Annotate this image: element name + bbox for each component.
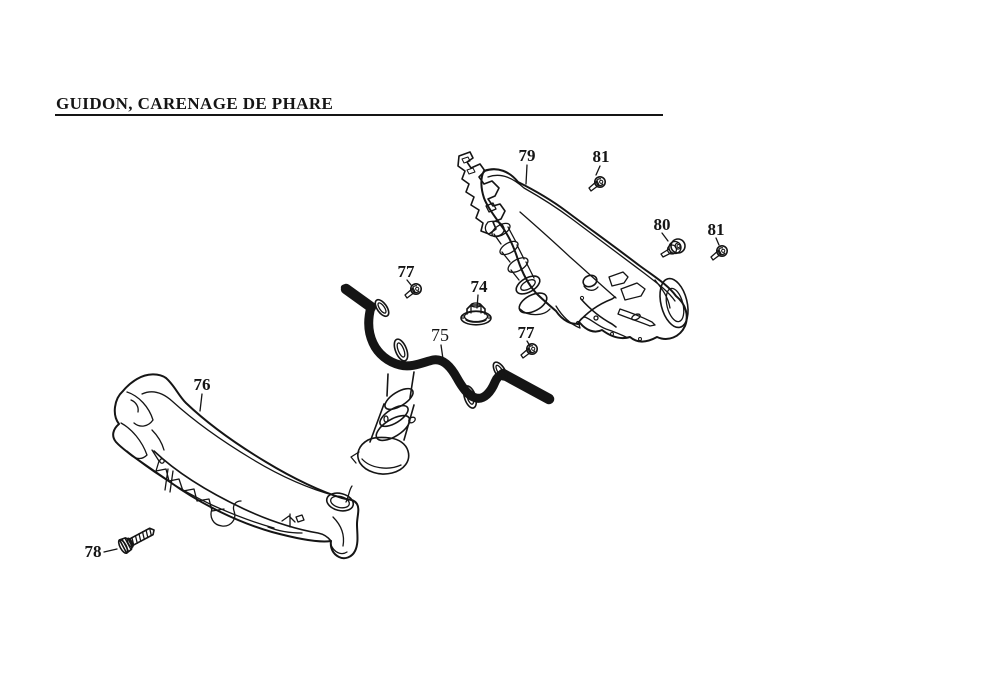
part-labels: 79 81 80 81 77 74 75 77 76 78 — [85, 146, 725, 561]
front-cover-band-edge — [153, 450, 332, 542]
leader-79 — [525, 164, 528, 185]
part-78-bolt — [117, 527, 155, 555]
cover-shell — [480, 168, 688, 343]
cover-knob — [582, 274, 598, 288]
front-cover-outline — [112, 373, 360, 560]
page-title: GUIDON, CARENAGE DE PHARE — [56, 94, 334, 113]
part-label-80: 80 — [654, 215, 671, 234]
part-80-screw — [660, 238, 686, 258]
handlebar-clamp-rings — [374, 298, 508, 409]
cover-left-bracket — [457, 151, 506, 235]
cover-end-cap — [659, 277, 689, 329]
left-grip-end — [340, 284, 352, 294]
part-79-upper-cover — [457, 151, 689, 343]
part-label-75: 75 — [431, 325, 449, 345]
part-label-74: 74 — [471, 277, 489, 296]
part-74-nut — [460, 302, 492, 326]
leader-80 — [661, 232, 669, 242]
title-underline — [55, 114, 663, 116]
part-label-76: 76 — [194, 375, 211, 394]
part-label-77b: 77 — [518, 323, 536, 342]
front-cover-inner-contour — [151, 449, 225, 512]
part-label-77a: 77 — [398, 262, 416, 281]
leader-76 — [199, 393, 203, 412]
leader-lines — [103, 164, 720, 553]
cover-rod — [617, 308, 656, 327]
part-label-78: 78 — [85, 542, 102, 561]
leader-75 — [440, 344, 444, 360]
leader-81b — [715, 237, 720, 246]
column-bell — [357, 436, 410, 475]
front-cover-top-rim — [141, 391, 337, 497]
leader-74 — [476, 294, 479, 309]
leader-77b — [526, 340, 531, 347]
part-76-front-cover — [112, 373, 360, 560]
part-77-screw-right — [520, 342, 539, 359]
cover-inner-edge-line — [519, 211, 617, 299]
part-81-screw-left — [588, 176, 607, 192]
part-81-screw-right — [710, 245, 729, 261]
part-77-screw-left — [404, 282, 423, 299]
cover-top-edge-line — [487, 174, 676, 302]
cover-collar-stack — [491, 222, 551, 316]
part-label-81b: 81 — [708, 220, 725, 239]
steering-column — [350, 387, 416, 475]
part-label-79: 79 — [519, 146, 536, 165]
part-label-81a: 81 — [593, 147, 610, 166]
leader-78 — [103, 548, 118, 553]
right-grip-end — [542, 393, 554, 403]
part-75-handlebar — [340, 283, 555, 475]
front-cover-hole — [325, 492, 355, 512]
leader-77a — [406, 279, 412, 286]
leader-81a — [595, 165, 601, 176]
